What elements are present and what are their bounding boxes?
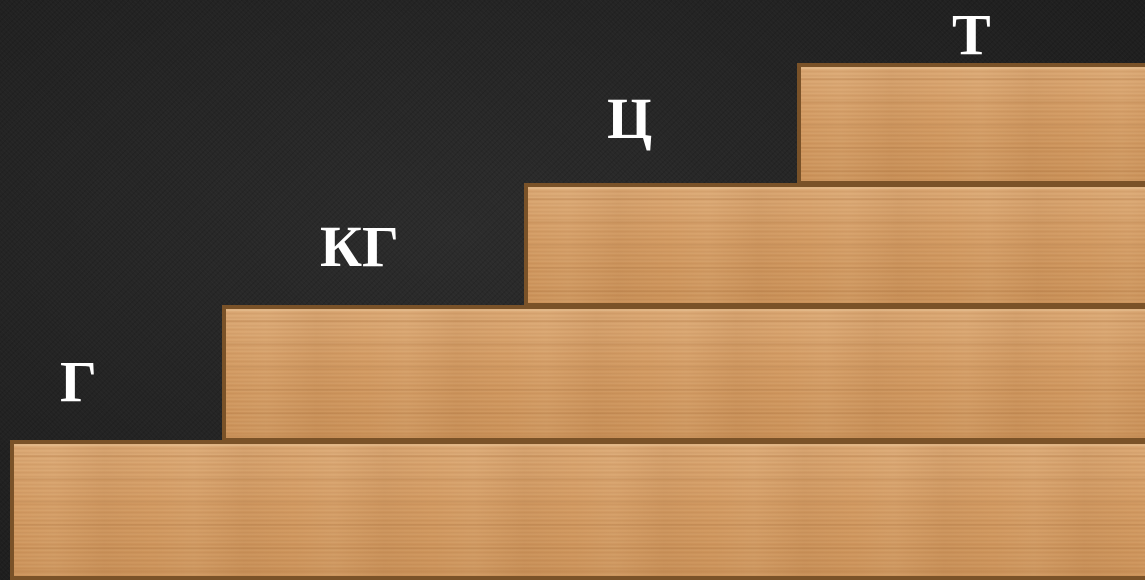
step-label-4: Т bbox=[952, 6, 991, 64]
step-block-1 bbox=[10, 440, 1145, 580]
step-label-1: Г bbox=[60, 353, 97, 411]
step-block-3 bbox=[524, 183, 1145, 307]
step-block-4 bbox=[797, 63, 1145, 185]
step-block-2 bbox=[222, 305, 1145, 442]
step-label-2: КГ bbox=[320, 218, 399, 276]
step-label-3: Ц bbox=[607, 90, 652, 148]
